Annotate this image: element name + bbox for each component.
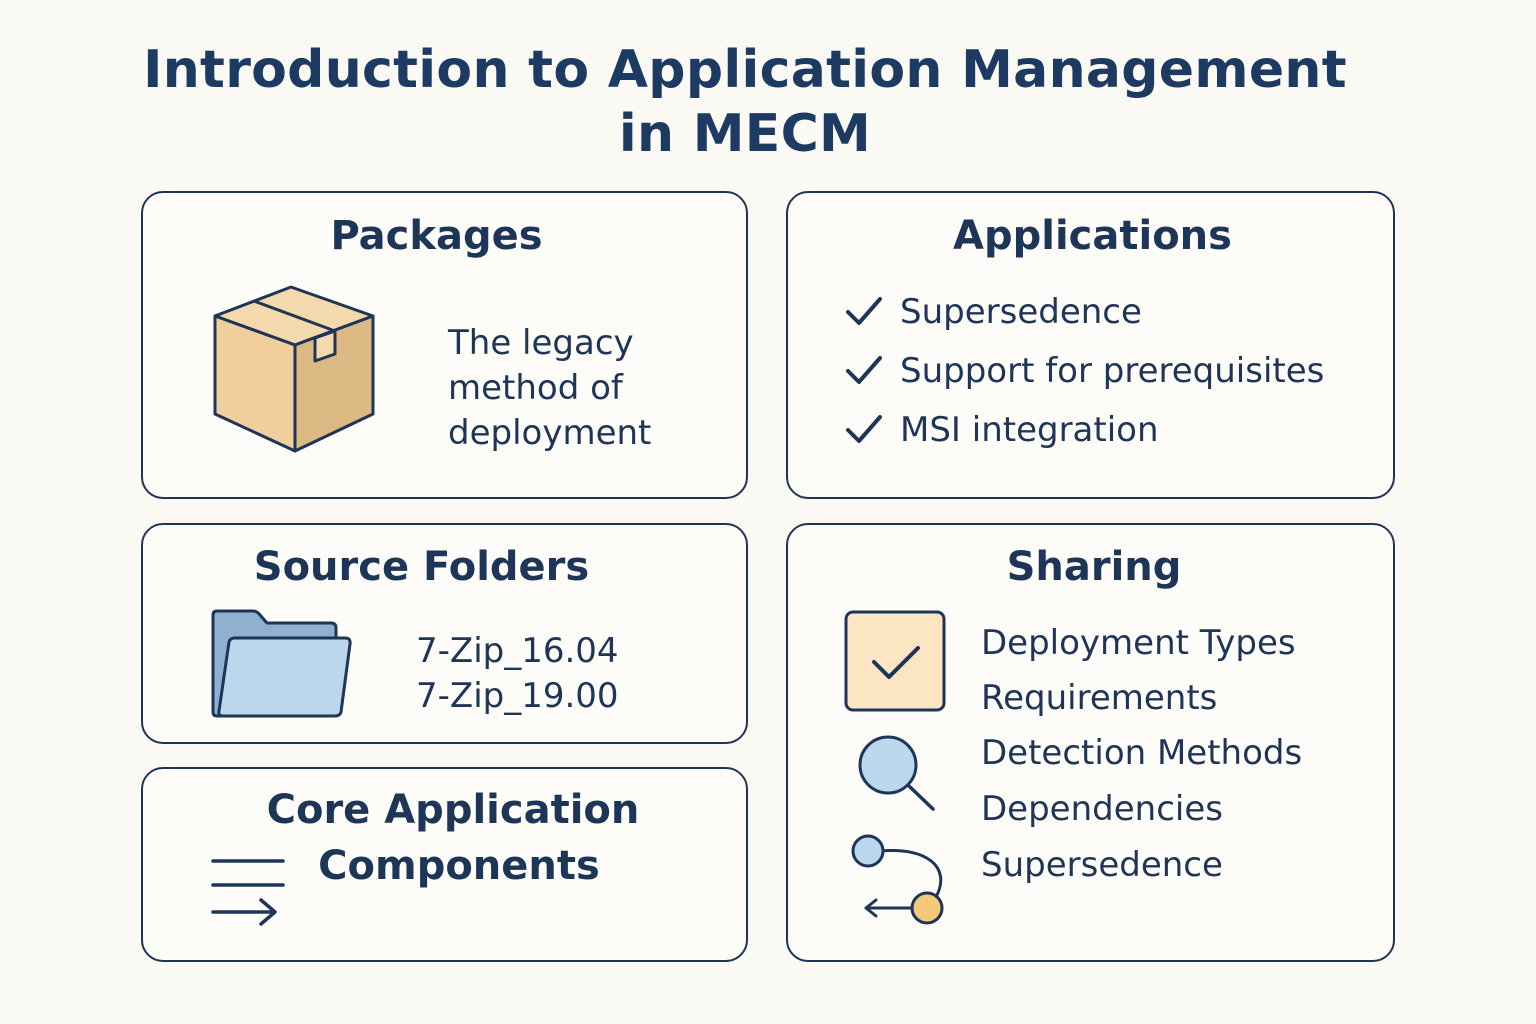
source-folders-card: Source Folders 7-Zip_16.04 7-Zip_19.00	[141, 523, 748, 744]
sharing-item: Deployment Types	[981, 623, 1296, 663]
core-components-heading-line-1: Core Application	[266, 787, 640, 833]
applications-feature-item: Supersedence	[844, 287, 1142, 337]
page-title: Introduction to Application Management i…	[0, 38, 1490, 166]
dependency-flow-icon	[851, 834, 944, 925]
sharing-item: Supersedence	[981, 845, 1223, 885]
packages-description-line: method of	[448, 368, 623, 408]
applications-feature-item: MSI integration	[844, 405, 1159, 455]
magnifier-icon	[858, 735, 935, 811]
sharing-item: Detection Methods	[981, 733, 1303, 773]
applications-feature-label: MSI integration	[900, 410, 1159, 450]
packages-description-line: deployment	[448, 413, 652, 453]
checkbox-icon	[844, 610, 946, 712]
applications-feature-label: Support for prerequisites	[900, 351, 1325, 391]
checkmark-icon	[846, 356, 882, 384]
folder-icon	[211, 609, 352, 718]
sharing-card: Sharing Deployment Types Requirements De…	[786, 523, 1395, 962]
packages-heading: Packages	[330, 213, 543, 259]
core-components-heading-line-2: Components	[318, 843, 600, 889]
source-folders-heading: Source Folders	[253, 544, 590, 590]
source-folders-list: 7-Zip_16.04 7-Zip_19.00	[416, 629, 619, 719]
packages-description-line: The legacy	[448, 323, 634, 363]
applications-feature-label: Supersedence	[900, 292, 1142, 332]
list-arrow-icon	[211, 859, 285, 926]
folder-name: 7-Zip_16.04	[416, 631, 619, 671]
sharing-item: Requirements	[981, 678, 1218, 718]
packages-card: Packages The legacy method of deployment	[141, 191, 748, 499]
checkmark-icon	[846, 297, 882, 325]
applications-feature-item: Support for prerequisites	[844, 346, 1324, 396]
applications-heading: Applications	[953, 213, 1232, 259]
packages-description: The legacy method of deployment	[448, 321, 651, 456]
applications-card: Applications Supersedence Support for pr…	[786, 191, 1395, 499]
page-title-line-1: Introduction to Application Management	[143, 40, 1347, 100]
checkmark-icon	[846, 415, 882, 443]
page-title-line-2: in MECM	[618, 104, 872, 164]
core-components-card: Core Application Components	[141, 767, 748, 962]
sharing-item: Dependencies	[981, 789, 1223, 829]
folder-name: 7-Zip_19.00	[416, 676, 619, 716]
sharing-heading: Sharing	[1006, 544, 1182, 590]
package-box-icon	[213, 285, 375, 453]
